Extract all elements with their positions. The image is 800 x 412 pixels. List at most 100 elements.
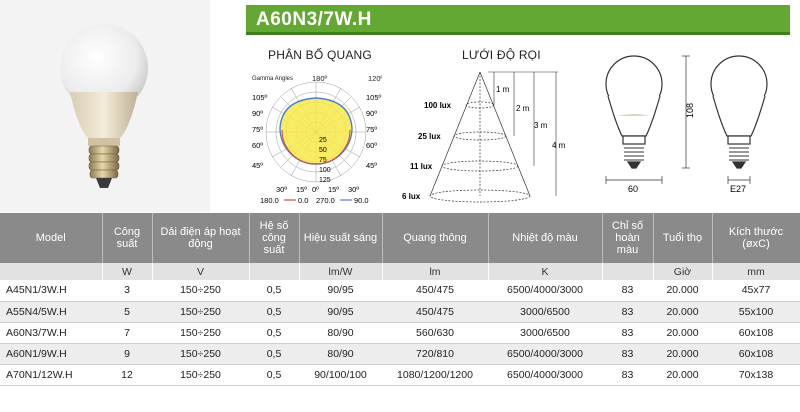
cell-luminous-flux: 450/475 <box>382 301 488 323</box>
table-header-row: Model Công suất Dải điện áp hoạt động Hệ… <box>0 213 800 263</box>
angle-right-4: 60º <box>366 141 377 150</box>
cell-efficacy: 80/90 <box>299 343 382 365</box>
header-color-temp: Nhiệt độ màu <box>488 213 603 263</box>
cell-efficacy: 90/95 <box>299 301 382 323</box>
unit-power: W <box>102 263 153 280</box>
unit-voltage: V <box>152 263 250 280</box>
dim-width: 60 <box>628 184 638 194</box>
dim-height: 108 <box>685 103 695 118</box>
cell-power: 5 <box>102 301 152 323</box>
cell-color-temp: 6500/4000/3000 <box>488 364 602 386</box>
unit-cri <box>602 263 654 280</box>
cell-luminous-flux: 560/630 <box>382 322 488 344</box>
table-row: A70N1/12W.H 12 150÷250 0,5 90/100/100 10… <box>0 364 800 386</box>
radial-25: 25 <box>319 137 327 144</box>
cell-voltage: 150÷250 <box>152 364 249 386</box>
header-cri: Chỉ số hoàn màu <box>602 213 654 263</box>
header-power: Công suất <box>102 213 153 263</box>
polar-heading: PHÂN BỐ QUANG <box>268 48 372 62</box>
cell-color-temp: 6500/4000/3000 <box>488 280 602 302</box>
angle-bottom-2: 15º <box>296 185 307 194</box>
header-luminous-flux: Quang thông <box>382 213 489 263</box>
cell-size: 60x108 <box>712 322 800 344</box>
cell-luminous-flux: 450/475 <box>382 280 488 302</box>
radial-125: 125 <box>319 177 331 184</box>
dist-3m: 3 m <box>534 121 548 130</box>
table-row: A60N1/9W.H 9 150÷250 0,5 80/90 720/810 6… <box>0 343 800 365</box>
cell-size: 45x77 <box>712 280 800 302</box>
lux-heading: LƯỚI ĐỘ RỌI <box>462 48 541 62</box>
cell-model: A45N1/3W.H <box>0 280 102 302</box>
angle-bottom-3: 0º <box>312 185 319 194</box>
distribution-curve-red <box>281 129 351 165</box>
cell-luminous-flux: 1080/1200/1200 <box>382 364 488 386</box>
cell-power-factor: 0,5 <box>249 343 299 365</box>
cell-lifetime: 20.000 <box>653 280 712 302</box>
unit-color-temp: K <box>488 263 603 280</box>
cell-voltage: 150÷250 <box>152 343 249 365</box>
angle-bottom-1: 30º <box>276 185 287 194</box>
header-lifetime: Tuổi thọ <box>653 213 713 263</box>
cell-lifetime: 20.000 <box>653 322 712 344</box>
angle-left-5: 45º <box>252 161 263 170</box>
cell-size: 55x100 <box>712 301 800 323</box>
unit-power-factor <box>249 263 300 280</box>
angle-bottom-4: 15º <box>328 185 339 194</box>
cell-cri: 83 <box>602 364 653 386</box>
cell-power-factor: 0,5 <box>249 322 299 344</box>
cell-power-factor: 0,5 <box>249 280 299 302</box>
angle-top-right: 120º <box>368 74 382 83</box>
legend-a-value: 180.0 <box>260 196 279 205</box>
distribution-curve-blue <box>279 97 353 165</box>
cell-power: 9 <box>102 343 152 365</box>
cell-efficacy: 90/95 <box>299 280 382 302</box>
table-row: A60N3/7W.H 7 150÷250 0,5 80/90 560/630 3… <box>0 322 800 344</box>
header-model: Model <box>0 213 103 263</box>
dimension-drawing: 108 60 E27 <box>605 55 768 194</box>
angle-left-1: 105º <box>252 93 268 102</box>
table-units-row: W V lm/W lm K Giờ mm <box>0 263 800 280</box>
cell-color-temp: 6500/4000/3000 <box>488 343 602 365</box>
cell-luminous-flux: 720/810 <box>382 343 488 365</box>
cell-size: 70x138 <box>712 364 800 386</box>
unit-efficacy: lm/W <box>299 263 383 280</box>
cell-size: 60x108 <box>712 343 800 365</box>
cell-cri: 83 <box>602 322 653 344</box>
radial-100: 100 <box>319 167 331 174</box>
cell-voltage: 150÷250 <box>152 301 249 323</box>
cell-lifetime: 20.000 <box>653 343 712 365</box>
cell-lifetime: 20.000 <box>653 364 712 386</box>
cell-voltage: 150÷250 <box>152 322 249 344</box>
product-photo <box>0 0 210 212</box>
bulb-photo-icon <box>60 24 148 188</box>
lux-11: 11 lux <box>410 162 433 171</box>
angle-left-4: 60º <box>252 141 263 150</box>
table-row: A55N4/5W.H 5 150÷250 0,5 90/95 450/475 3… <box>0 301 800 323</box>
spec-table: Model Công suất Dải điện áp hoạt động Hệ… <box>0 213 800 386</box>
angle-right-1: 105º <box>366 93 382 102</box>
unit-luminous-flux: lm <box>382 263 489 280</box>
lux-6: 6 lux <box>402 192 421 201</box>
product-title: A60N3/7W.H <box>256 9 372 30</box>
cell-cri: 83 <box>602 301 653 323</box>
cell-color-temp: 3000/6500 <box>488 301 602 323</box>
lux-25: 25 lux <box>418 132 441 141</box>
angle-left-2: 90º <box>252 109 263 118</box>
cell-lifetime: 20.000 <box>653 301 712 323</box>
dist-4m: 4 m <box>552 141 566 150</box>
cell-cri: 83 <box>602 280 653 302</box>
product-title-bar: A60N3/7W.H <box>246 5 790 35</box>
cell-power-factor: 0,5 <box>249 364 299 386</box>
unit-model <box>0 263 103 280</box>
polar-distribution-diagram: Gamma Angles 180º 120º 105º 90º 75º 60º … <box>250 70 382 205</box>
angle-right-3: 75º <box>366 125 377 134</box>
header-power-factor: Hệ số công suất <box>249 213 300 263</box>
cell-color-temp: 3000/6500 <box>488 322 602 344</box>
header-voltage: Dải điện áp hoạt động <box>152 213 250 263</box>
dist-2m: 2 m <box>516 104 530 113</box>
header-size: Kích thước (øxC) <box>712 213 800 263</box>
angle-right-5: 45º <box>366 161 377 170</box>
cell-power: 12 <box>102 364 152 386</box>
dim-base: E27 <box>730 184 746 194</box>
radial-50: 50 <box>319 147 327 154</box>
